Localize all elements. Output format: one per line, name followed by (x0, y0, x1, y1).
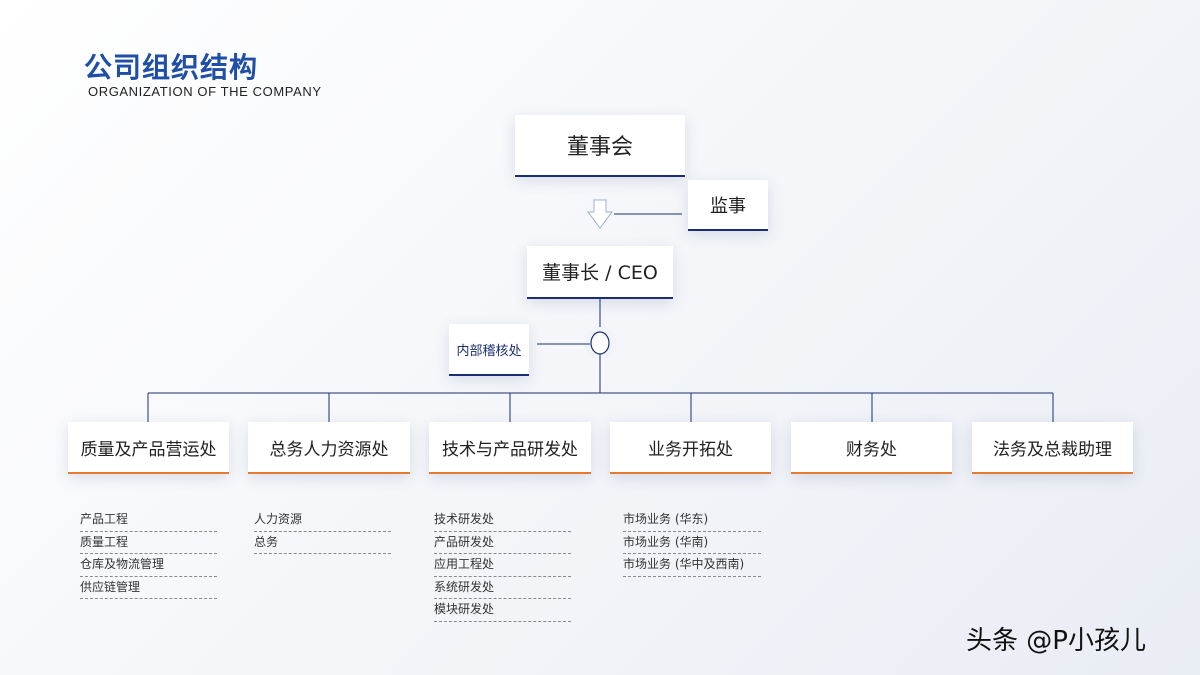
node-board: 董事会 (515, 115, 685, 177)
list-item: 产品研发处 (434, 532, 571, 554)
watermark: 头条 @P小孩儿 (966, 626, 1146, 656)
dept-legal-assistant: 法务及总裁助理 (972, 422, 1133, 474)
list-item: 仓库及物流管理 (80, 554, 217, 577)
list-item: 质量工程 (80, 532, 217, 554)
list-item: 人力资源 (254, 509, 391, 532)
page-subtitle: ORGANIZATION OF THE COMPANY (88, 84, 322, 99)
dept-business-dev-list: 市场业务 (华东) 市场业务 (华南) 市场业务 (华中及西南) (623, 509, 761, 577)
dept-quality-ops-list: 产品工程 质量工程 仓库及物流管理 供应链管理 (80, 509, 217, 599)
dept-hr-admin: 总务人力资源处 (248, 422, 410, 474)
dept-business-dev: 业务开拓处 (610, 422, 771, 474)
page-title: 公司组织结构 (84, 51, 259, 84)
list-item: 应用工程处 (434, 554, 571, 577)
list-item: 市场业务 (华中及西南) (623, 554, 761, 577)
list-item: 市场业务 (华东) (623, 509, 761, 532)
dept-finance: 财务处 (791, 422, 952, 474)
down-arrow-icon (587, 199, 613, 229)
hub-circle (590, 331, 610, 355)
list-item: 系统研发处 (434, 577, 571, 599)
dept-quality-ops: 质量及产品营运处 (68, 422, 229, 474)
node-ceo: 董事长 / CEO (527, 246, 673, 299)
list-item: 供应链管理 (80, 577, 217, 599)
list-item: 市场业务 (华南) (623, 532, 761, 554)
dept-tech-rd-list: 技术研发处 产品研发处 应用工程处 系统研发处 模块研发处 (434, 509, 571, 622)
node-supervisor: 监事 (688, 180, 768, 231)
list-item: 模块研发处 (434, 599, 571, 622)
list-item: 技术研发处 (434, 509, 571, 532)
dept-tech-rd: 技术与产品研发处 (429, 422, 591, 474)
list-item: 总务 (254, 532, 391, 554)
list-item: 产品工程 (80, 509, 217, 532)
dept-hr-admin-list: 人力资源 总务 (254, 509, 391, 554)
node-audit: 内部稽核处 (449, 324, 529, 376)
